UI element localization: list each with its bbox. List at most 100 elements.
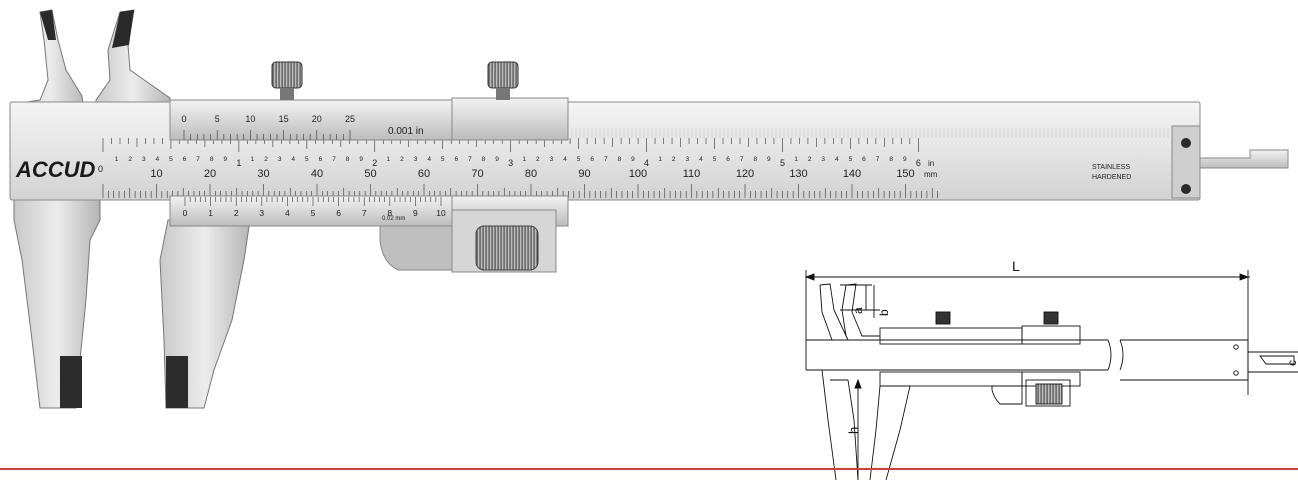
inch-minor-number: 4	[427, 156, 431, 163]
inch-minor-number: 1	[251, 156, 255, 163]
main-scale-zero: 0	[98, 164, 103, 174]
mm-number: 40	[311, 168, 323, 180]
inch-major-number: 2	[372, 158, 377, 168]
mm-number: 70	[471, 168, 483, 180]
lock-screw-right[interactable]	[487, 61, 519, 89]
mm-number: 10	[150, 168, 162, 180]
inch-major-number: 5	[780, 158, 785, 168]
fixed-lower-jaw	[13, 195, 101, 409]
vernier-inch-number: 15	[279, 114, 289, 124]
dimension-label-c: c	[1285, 360, 1298, 366]
vernier-inch-number: 10	[245, 114, 255, 124]
vernier-mm-number: 6	[336, 208, 341, 218]
inch-minor-number: 1	[658, 156, 662, 163]
inch-minor-number: 9	[903, 156, 907, 163]
mm-number: 120	[736, 168, 754, 180]
mm-number: 50	[364, 168, 376, 180]
inch-major-number: 1	[236, 158, 241, 168]
sliding-upper-jaw-tip	[112, 10, 134, 48]
vernier-inch-number: 25	[345, 114, 355, 124]
inch-minor-number: 2	[536, 156, 540, 163]
inch-minor-number: 3	[686, 156, 690, 163]
inch-minor-number: 9	[767, 156, 771, 163]
end-cap-screw-bottom	[1181, 184, 1191, 194]
vernier-mm-number: 3	[259, 208, 264, 218]
inch-minor-number: 8	[753, 156, 757, 163]
inch-minor-number: 6	[726, 156, 730, 163]
inch-minor-number: 5	[849, 156, 853, 163]
inch-minor-number: 1	[794, 156, 798, 163]
inch-minor-number: 2	[808, 156, 812, 163]
inch-minor-number: 3	[550, 156, 554, 163]
inch-minor-number: 1	[522, 156, 526, 163]
vernier-mm-number: 10	[436, 208, 446, 218]
inch-minor-number: 7	[740, 156, 744, 163]
inch-minor-number: 5	[713, 156, 717, 163]
vernier-inch-number: 0	[181, 114, 186, 124]
inch-minor-number: 7	[604, 156, 608, 163]
inch-minor-number: 7	[876, 156, 880, 163]
dimension-label-b: b	[877, 309, 891, 316]
inch-minor-number: 4	[835, 156, 839, 163]
dimension-label-a: a	[851, 307, 865, 314]
dimension-label-h: h	[846, 427, 861, 434]
dimension-label-L: L	[1012, 258, 1020, 274]
inch-minor-number: 7	[196, 156, 200, 163]
inch-minor-number: 9	[631, 156, 635, 163]
mm-number: 140	[843, 168, 861, 180]
end-cap-screw-top	[1181, 138, 1191, 148]
material-label-hardened: HARDENED	[1092, 174, 1131, 181]
mm-number: 110	[683, 168, 701, 180]
thumb-roller-housing	[379, 225, 453, 271]
inch-major-number: 4	[644, 158, 649, 168]
vernier-mm-number: 8	[387, 208, 392, 218]
mm-number: 100	[629, 168, 647, 180]
inch-minor-number: 5	[441, 156, 445, 163]
fixed-lower-jaw-tip	[60, 356, 82, 408]
inch-minor-number: 3	[142, 156, 146, 163]
vernier-mm-number: 9	[413, 208, 418, 218]
vernier-mm-number: 7	[362, 208, 367, 218]
inch-major-number: 3	[508, 158, 513, 168]
brand-logo: ACCUD	[15, 157, 96, 182]
lock-screw-left[interactable]	[271, 61, 303, 89]
depth-rod	[1199, 149, 1289, 169]
inch-minor-number: 5	[577, 156, 581, 163]
inch-minor-number: 6	[455, 156, 459, 163]
vernier-mm-number: 5	[311, 208, 316, 218]
inch-minor-number: 5	[305, 156, 309, 163]
vernier-inch-number: 5	[215, 114, 220, 124]
inch-minor-number: 9	[223, 156, 227, 163]
mm-number: 80	[525, 168, 537, 180]
inch-minor-number: 4	[291, 156, 295, 163]
inch-minor-number: 8	[210, 156, 214, 163]
inch-minor-number: 8	[889, 156, 893, 163]
inch-minor-number: 3	[278, 156, 282, 163]
mm-number: 90	[578, 168, 590, 180]
vernier-mm-number: 1	[208, 208, 213, 218]
inch-minor-number: 2	[672, 156, 676, 163]
inch-major-number: 6	[916, 158, 921, 168]
mm-number: 150	[896, 168, 914, 180]
thumb-roller[interactable]	[475, 225, 539, 271]
inch-minor-number: 1	[387, 156, 391, 163]
inch-minor-number: 8	[618, 156, 622, 163]
main-scale-inch-unit: in	[928, 159, 934, 168]
inch-minor-number: 4	[563, 156, 567, 163]
inch-minor-number: 7	[468, 156, 472, 163]
inch-minor-number: 2	[128, 156, 132, 163]
inch-minor-number: 4	[156, 156, 160, 163]
inch-minor-number: 6	[183, 156, 187, 163]
vernier-mm-number: 2	[234, 208, 239, 218]
inch-minor-number: 6	[862, 156, 866, 163]
mm-number: 30	[257, 168, 269, 180]
dimension-diagram	[804, 270, 1298, 480]
inch-minor-number: 1	[115, 156, 119, 163]
material-label-stainless: STAINLESS	[1092, 164, 1130, 171]
inch-minor-number: 3	[414, 156, 418, 163]
vernier-inch-resolution: 0.001 in	[388, 126, 424, 137]
inch-minor-number: 3	[821, 156, 825, 163]
